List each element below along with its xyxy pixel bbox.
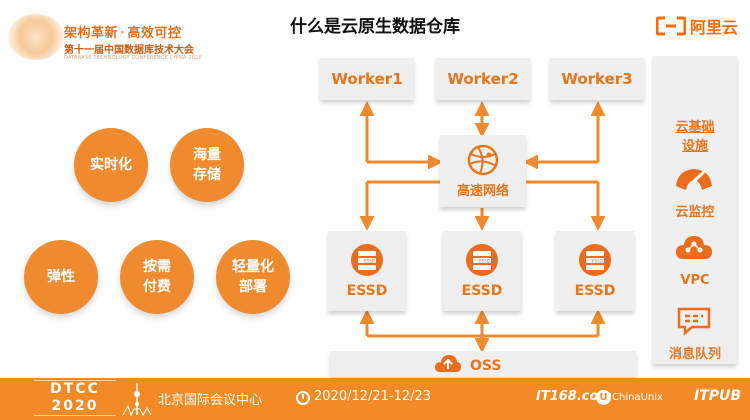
city-skyline-icon xyxy=(122,383,152,416)
cloud-infra-panel xyxy=(653,56,737,364)
message-queue-label: 消息队列 xyxy=(668,347,721,362)
slogan-part-b: 高效可控 xyxy=(127,26,182,41)
cloud-infra-title-line1: 云基础 xyxy=(675,120,715,135)
sponsor-chinaunix: ChinaUnix xyxy=(612,392,663,403)
essd-icon-text: ESSD xyxy=(479,258,490,263)
event-logo-line1: DTCC xyxy=(50,381,100,397)
footer-bar xyxy=(0,378,750,420)
page-title: 什么是云原生数据仓库 xyxy=(290,17,460,37)
vpc-cloud-icon xyxy=(676,236,712,259)
feature-realtime: 实时化 xyxy=(74,128,148,202)
message-queue-icon xyxy=(677,307,711,336)
slogan-part-a: 架构革新 xyxy=(64,26,119,41)
conference-slogan: 架构革新·高效可控 xyxy=(64,22,181,41)
worker2-box: Worker2 xyxy=(436,58,530,100)
network-hub-label: 高速网络 xyxy=(456,184,509,199)
oss-label: OSS xyxy=(470,358,502,374)
essd3-label: ESSD xyxy=(574,283,616,299)
sponsor-itpub: ITPUB xyxy=(694,388,742,404)
feature-massive-storage: 海量 存储 xyxy=(170,128,244,202)
aliyun-logo-icon xyxy=(655,16,686,36)
essd3-box: ESSD ESSD xyxy=(556,231,634,311)
essd2-label: ESSD xyxy=(461,283,503,299)
essd-server-icon: ESSD xyxy=(351,244,383,276)
aliyun-brand-text: 阿里云 xyxy=(689,18,738,37)
essd-server-icon: ESSD xyxy=(466,244,498,276)
essd-icon-text: ESSD xyxy=(592,258,603,263)
cloud-upload-icon xyxy=(435,355,461,372)
clock-icon xyxy=(296,391,310,405)
conference-name: 第十一届中国数据库技术大会 xyxy=(64,45,194,56)
essd1-box: ESSD ESSD xyxy=(328,231,406,311)
event-logo-line2: 2020 xyxy=(51,398,99,414)
oss-bar xyxy=(330,351,636,377)
essd2-box: ESSD ESSD xyxy=(443,231,521,311)
worker3-box: Worker3 xyxy=(550,58,644,100)
slogan-separator: · xyxy=(120,26,126,41)
monitor-gauge-icon xyxy=(676,169,712,190)
essd-icon-text: ESSD xyxy=(364,258,375,263)
feature-pay-as-you-go: 按需 付费 xyxy=(120,240,194,314)
chinaunix-logo-icon: U xyxy=(596,390,611,405)
essd1-label: ESSD xyxy=(346,283,388,299)
cloud-infra-title-line2: 设施 xyxy=(681,139,708,154)
sponsor-it168: IT168.com xyxy=(536,389,612,404)
feature-elastic: 弹性 xyxy=(24,240,98,314)
network-hub-box: 高速网络 xyxy=(440,135,526,207)
cloud-monitor-label: 云监控 xyxy=(675,205,715,220)
network-globe-icon xyxy=(467,144,499,176)
feature-lightweight-deploy: 轻量化 部署 xyxy=(216,240,290,314)
conference-name-en: DATABASE TECHNOLOGY CONFERENCE CHINA 202… xyxy=(64,55,202,61)
worker1-box: Worker1 xyxy=(320,58,414,100)
venue-text: 北京国际会议中心 xyxy=(158,393,263,408)
conference-logo-badge xyxy=(8,14,64,60)
vpc-label: VPC xyxy=(680,273,710,288)
event-date: 2020/12/21-12/23 xyxy=(314,389,432,404)
essd-server-icon: ESSD xyxy=(579,244,611,276)
aliyun-brand: 阿里云 xyxy=(655,14,738,38)
event-logo: DTCC 2020 xyxy=(34,380,116,416)
